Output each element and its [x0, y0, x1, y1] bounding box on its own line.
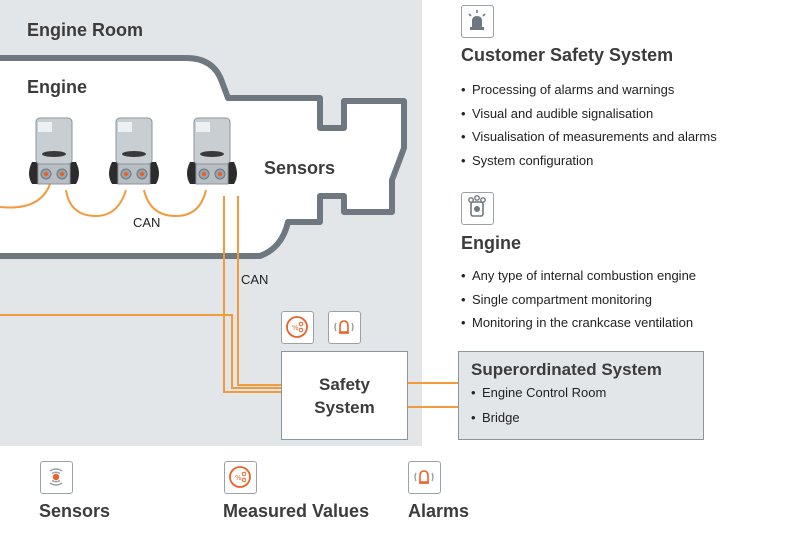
superordinated-list: Engine Control Room Bridge — [471, 380, 691, 430]
list-item: Processing of alarms and warnings — [461, 78, 717, 102]
can-label: CAN — [133, 215, 161, 230]
customer-safety-list: Processing of alarms and warnings Visual… — [461, 78, 717, 172]
svg-text:%: % — [292, 324, 299, 332]
sensors-label: Sensors — [264, 158, 336, 178]
list-item: Monitoring in the crankcase ventilation — [461, 311, 696, 335]
svg-text:%: % — [235, 474, 242, 482]
customer-safety-title: Customer Safety System — [461, 45, 674, 65]
sensor-unit — [29, 117, 79, 185]
legend-label-sensors: Sensors — [39, 501, 111, 521]
engine-icon — [461, 192, 494, 225]
sensor-icon — [40, 461, 73, 494]
safety-system-label: Safety System — [314, 374, 375, 417]
list-item: System configuration — [461, 149, 717, 173]
list-item: Engine Control Room — [471, 380, 691, 405]
engine-info-list: Any type of internal combustion engine S… — [461, 264, 696, 335]
sensor-unit — [109, 117, 159, 185]
legend-label-alarms: Alarms — [408, 501, 470, 521]
superordinated-title: Superordinated System — [471, 360, 662, 379]
list-item: Any type of internal combustion engine — [461, 264, 696, 288]
safety-system-box: Safety System — [281, 351, 408, 440]
alarm-beacon-icon — [461, 5, 494, 38]
list-item: Visualisation of measurements and alarms — [461, 125, 717, 149]
engine-room-title: Engine Room — [27, 20, 143, 40]
engine-label: Engine — [27, 77, 88, 97]
can-label: CAN — [241, 272, 269, 287]
sensor-unit — [187, 117, 237, 185]
list-item: Bridge — [471, 405, 691, 430]
superordinated-system-box: Superordinated System Engine Control Roo… — [458, 351, 704, 440]
legend-label-measured-values: Measured Values — [223, 501, 370, 521]
list-item: Single compartment monitoring — [461, 288, 696, 312]
alarm-bell-icon — [328, 311, 361, 344]
can-wires — [0, 183, 458, 408]
engine-info-title: Engine — [461, 233, 522, 253]
alarm-bell-icon — [408, 461, 441, 494]
measured-values-icon: % — [281, 311, 314, 344]
list-item: Visual and audible signalisation — [461, 102, 717, 126]
measured-values-icon: % — [224, 461, 257, 494]
